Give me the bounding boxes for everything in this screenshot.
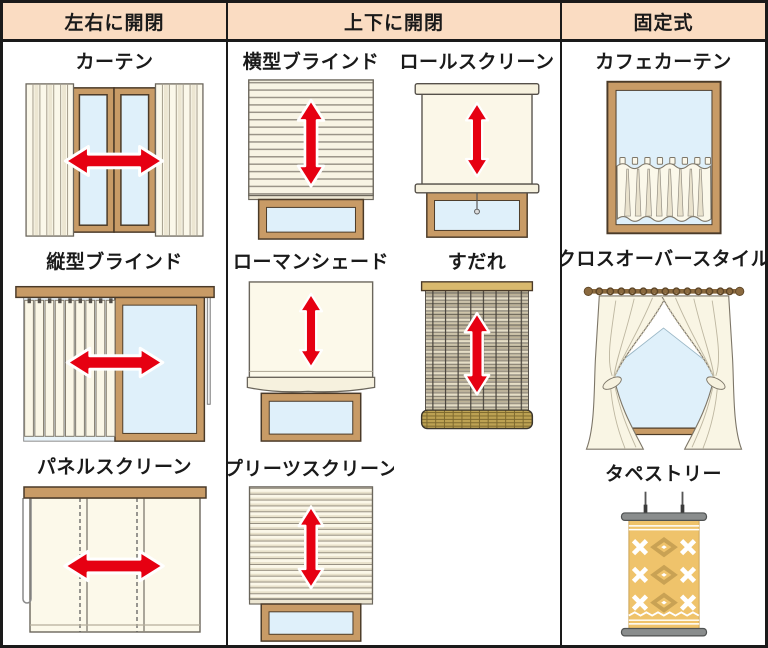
item-label: ローマンシェード <box>232 252 389 273</box>
item-horizontal-blind: 横型ブラインド <box>228 42 394 242</box>
column-fixed: カフェカーテン <box>562 42 765 645</box>
item-crossover-style: クロスオーバースタイル <box>562 239 765 454</box>
column-left-right: カーテン 縦型ブラインド <box>3 42 228 645</box>
roll-screen-illustration <box>414 83 540 238</box>
item-label: 縦型ブラインド <box>46 252 183 273</box>
column-up-down: 横型ブラインド ロールスクリーン ローマン <box>228 42 562 645</box>
cafe-curtain-illustration <box>605 80 722 235</box>
sudare-illustration <box>420 281 534 430</box>
item-label: カーテン <box>75 52 154 73</box>
item-sudare: すだれ <box>394 242 560 449</box>
item-cafe-curtain: カフェカーテン <box>562 42 765 239</box>
item-tapestry: タペストリー <box>562 454 765 645</box>
item-label: クロスオーバースタイル <box>562 249 765 271</box>
item-label: タペストリー <box>604 463 722 485</box>
item-label: ロールスクリーン <box>399 52 555 73</box>
item-roman-shade: ローマンシェード <box>228 242 394 449</box>
item-label: 横型ブラインド <box>242 52 380 73</box>
crossover-style-illustration <box>583 286 744 450</box>
roman-shade-illustration <box>246 281 376 442</box>
item-panel-screen: パネルスクリーン <box>3 447 226 645</box>
item-label: プリーツスクリーン <box>228 459 394 480</box>
curtain-illustration <box>25 83 204 237</box>
header-open-left-right: 左右に開閉 <box>3 3 228 42</box>
item-pleated-screen: プリーツスクリーン <box>228 449 394 645</box>
horizontal-blind-illustration <box>248 79 374 240</box>
item-label: すだれ <box>447 252 507 273</box>
pleated-screen-illustration <box>248 486 374 642</box>
tapestry-illustration <box>620 491 707 637</box>
item-label: カフェカーテン <box>595 52 732 73</box>
header-fixed-type: 固定式 <box>562 3 765 42</box>
header-open-up-down: 上下に開閉 <box>228 3 562 42</box>
item-vertical-blind: 縦型ブラインド <box>3 242 226 447</box>
vertical-blind-illustration <box>14 285 215 442</box>
item-label: パネルスクリーン <box>36 457 193 478</box>
panel-screen-illustration <box>22 486 207 633</box>
item-roll-screen: ロールスクリーン <box>394 42 560 242</box>
item-curtain: カーテン <box>3 42 226 242</box>
